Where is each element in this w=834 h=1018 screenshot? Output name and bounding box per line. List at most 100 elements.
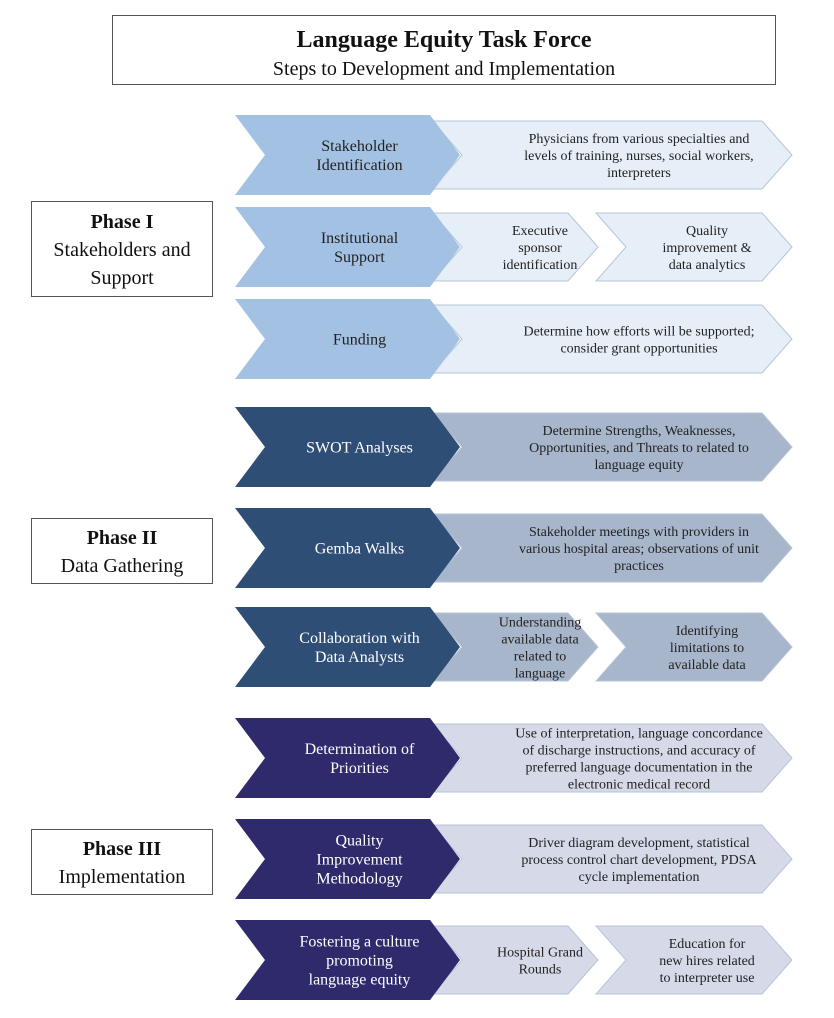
- step-label-line: promoting: [326, 953, 393, 970]
- phase-2-name: Phase II: [86, 527, 158, 549]
- detail-chevron: [430, 212, 599, 282]
- phase-2-title-line-1: Data Gathering: [60, 555, 184, 577]
- step-label-line: Methodology: [316, 871, 402, 888]
- detail-text-line: Stakeholder meetings with providers in: [529, 525, 749, 540]
- step-label-line: Identification: [316, 157, 402, 174]
- detail-text: Quality improvement & data analytics: [662, 224, 751, 273]
- step-chevron: [235, 920, 460, 1000]
- detail-text-line: Executive: [512, 224, 568, 239]
- step-label-line: Collaboration with: [299, 630, 419, 647]
- detail-chevron: [594, 612, 793, 682]
- detail-text: Determine Strengths, Weaknesses,Opportun…: [529, 424, 749, 473]
- detail-text: Stakeholder meetings with providers in va…: [519, 525, 759, 574]
- detail-text-line: available data: [501, 632, 579, 647]
- phase-1-title-line-1: Stakeholders and: [53, 239, 191, 261]
- step-label-line: Institutional: [321, 230, 399, 247]
- detail-chevron: [430, 723, 793, 793]
- detail-chevron: [430, 304, 793, 374]
- step-chevron: [235, 607, 460, 687]
- detail-text-line: sponsor: [518, 241, 562, 256]
- detail-chevron: [430, 513, 793, 583]
- step-chevron: [235, 508, 460, 588]
- step-chevron: [235, 207, 460, 287]
- step-label: Funding: [333, 332, 386, 349]
- detail-text-line: to interpreter use: [660, 971, 755, 986]
- step-label-line: Stakeholder: [321, 138, 398, 155]
- detail-text-line: preferred language documentation in the: [525, 760, 752, 775]
- detail-text-line: electronic medical record: [568, 777, 710, 792]
- detail-text: Physicians from various specialties and l…: [524, 132, 753, 181]
- detail-text-line: Hospital Grand: [497, 945, 583, 960]
- step-chevron: [235, 407, 460, 487]
- detail-text-line: Rounds: [519, 962, 562, 977]
- detail-chevron: [430, 120, 793, 190]
- detail-text-line: available data: [668, 658, 746, 673]
- step-label-line: Gemba Walks: [315, 541, 405, 558]
- detail-text-line: various hospital areas; observations of …: [519, 542, 759, 557]
- detail-chevron: [594, 212, 793, 282]
- detail-text-line: Physicians from various specialties and: [529, 132, 750, 147]
- step-label-line: Quality: [336, 833, 384, 850]
- detail-text-line: cycle implementation: [579, 870, 700, 885]
- phase-3-title-line-1: Implementation: [58, 866, 186, 888]
- detail-text-line: related to: [514, 649, 566, 664]
- detail-text-line: new hires related: [659, 954, 755, 969]
- detail-text-line: interpreters: [607, 166, 671, 181]
- detail-chevron: [594, 925, 793, 995]
- step-label-line: Fostering a culture: [300, 934, 420, 951]
- detail-text: Determine how efforts will be supported;…: [523, 324, 754, 356]
- detail-text-line: process control chart development, PDSA: [521, 853, 757, 868]
- step-label-line: SWOT Analyses: [306, 440, 413, 457]
- step-label: Fostering a culture promoting language equ…: [300, 934, 420, 989]
- diagram-title-box: Language Equity Task Force Steps to Deve…: [112, 15, 776, 85]
- detail-text-line: language: [515, 666, 566, 681]
- step-label-line: Data Analysts: [315, 649, 404, 666]
- phase-1-box: Phase I Stakeholders and Support: [31, 201, 213, 297]
- phase-1-name: Phase I: [90, 211, 154, 233]
- detail-chevron: [430, 824, 793, 894]
- detail-text-line: limitations to: [670, 641, 744, 656]
- detail-text-line: language equity: [594, 458, 683, 473]
- step-label-line: Funding: [333, 332, 386, 349]
- detail-text: Use of interpretation, language concorda…: [515, 726, 763, 792]
- detail-text-line: Quality: [686, 224, 728, 239]
- detail-text-line: practices: [614, 559, 664, 574]
- step-label: Gemba Walks: [315, 541, 405, 558]
- diagram-title: Language Equity Task Force: [296, 27, 592, 53]
- detail-text-line: improvement &: [662, 241, 751, 256]
- detail-text-line: Driver diagram development, statistical: [528, 836, 750, 851]
- detail-text-line: Understanding: [499, 615, 581, 630]
- detail-chevron: [430, 412, 793, 482]
- detail-text: Identifying limitations to available data: [668, 624, 746, 673]
- detail-text-line: of discharge instructions, and accuracy …: [523, 743, 756, 758]
- phase-2-box: Phase II Data Gathering: [31, 518, 213, 584]
- step-chevron: [235, 819, 460, 899]
- detail-text-line: Use of interpretation, language concorda…: [515, 726, 763, 741]
- detail-text: Education for new hires related to interpr…: [659, 937, 755, 986]
- step-chevron: [235, 718, 460, 798]
- detail-text-line: data analytics: [669, 258, 746, 273]
- step-label-line: Improvement: [316, 852, 403, 869]
- detail-text-line: Identifying: [676, 624, 738, 639]
- step-label: SWOT Analyses: [306, 440, 413, 457]
- phase-1-title-line-2: Support: [90, 267, 154, 289]
- diagram-subtitle: Steps to Development and Implementation: [272, 58, 616, 80]
- step-chevron: [235, 299, 460, 379]
- detail-text-line: levels of training, nurses, social worke…: [524, 149, 753, 164]
- step-chevron: [235, 115, 460, 195]
- detail-text-line: Determine how efforts will be supported;: [523, 324, 754, 339]
- phase-3-name: Phase III: [82, 838, 162, 860]
- detail-text-line: Opportunities, and Threats to related to: [529, 441, 749, 456]
- step-label-line: language equity: [309, 972, 411, 989]
- phase-3-box: Phase III Implementation: [31, 829, 213, 895]
- detail-text: Driver diagram development, statistical p…: [521, 836, 757, 885]
- detail-text-line: Education for: [669, 937, 746, 952]
- detail-text: Executive sponsor identification: [503, 224, 578, 273]
- detail-text-line: identification: [503, 258, 578, 273]
